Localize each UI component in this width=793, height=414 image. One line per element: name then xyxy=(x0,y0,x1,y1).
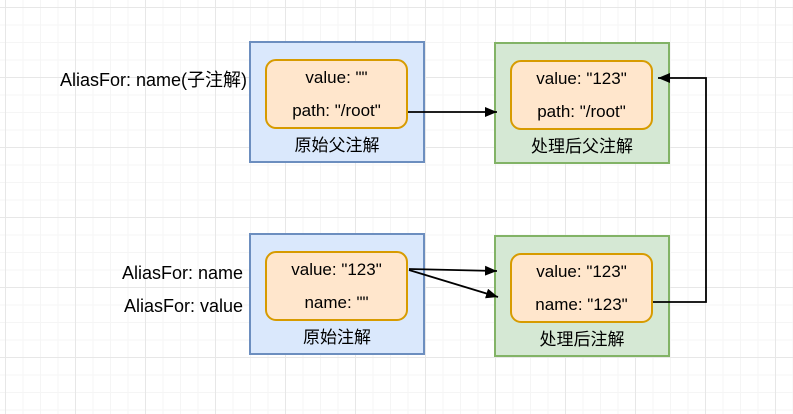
node-processed-parent-annotation: value: "123" path: "/root" 处理后父注解 xyxy=(494,42,670,164)
node-original-annotation: value: "123" name: "" 原始注解 xyxy=(249,233,425,355)
side-note-alias-value: AliasFor: value xyxy=(123,296,243,316)
attr-box-original: value: "123" name: "" xyxy=(265,251,408,321)
attr-row-value: value: "" xyxy=(305,68,368,87)
attr-row-value: value: "123" xyxy=(536,69,627,88)
node-label: 原始注解 xyxy=(303,328,371,347)
attr-row-value: value: "123" xyxy=(291,260,382,279)
attr-row-path: path: "/root" xyxy=(537,102,626,121)
attr-row-path: path: "/root" xyxy=(292,101,381,120)
node-label: 处理后父注解 xyxy=(531,137,633,156)
attr-box-original-parent: value: "" path: "/root" xyxy=(265,59,408,129)
node-label: 原始父注解 xyxy=(294,136,380,155)
side-note-parent-alias: AliasFor: name(子注解) xyxy=(59,70,247,90)
attr-row-name: name: "123" xyxy=(535,295,628,314)
attr-row-name: name: "" xyxy=(304,293,369,312)
side-note-alias-name: AliasFor: name xyxy=(121,263,243,283)
attr-box-processed-parent: value: "123" path: "/root" xyxy=(510,60,653,130)
attr-box-processed: value: "123" name: "123" xyxy=(510,253,653,323)
attr-row-value: value: "123" xyxy=(536,262,627,281)
node-label: 处理后注解 xyxy=(539,330,625,349)
node-processed-annotation: value: "123" name: "123" 处理后注解 xyxy=(494,235,670,357)
node-original-parent-annotation: value: "" path: "/root" 原始父注解 xyxy=(249,41,425,163)
